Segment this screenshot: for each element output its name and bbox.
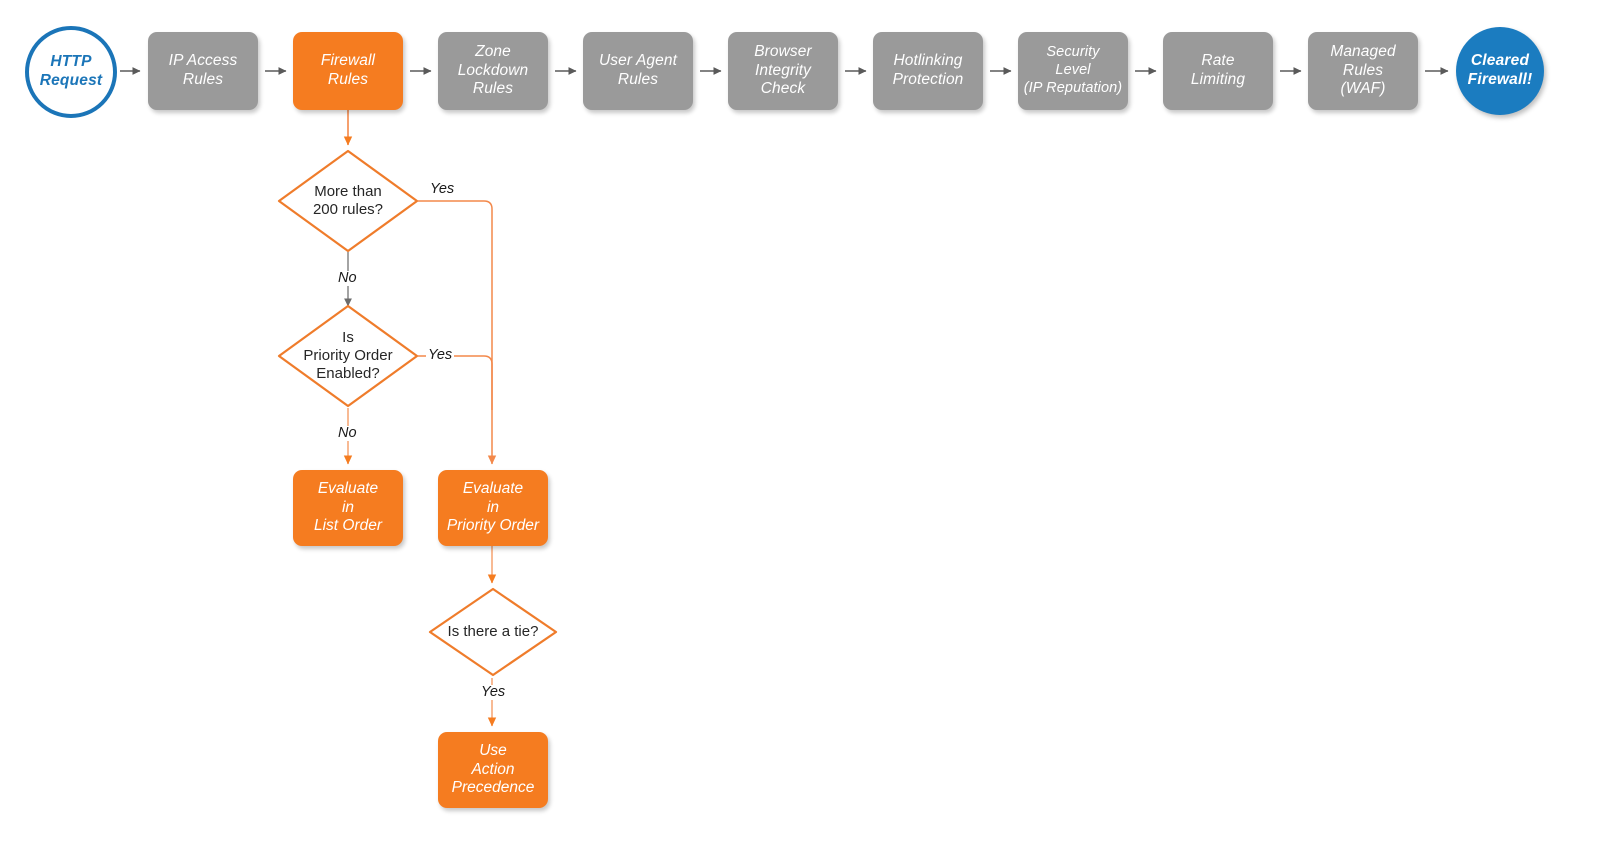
node-use-action-precedence-label: Use Action Precedence <box>451 741 535 797</box>
node-rate-limiting-label: Rate Limiting <box>1190 52 1246 88</box>
node-browser-integrity-check-label: Browser Integrity Check <box>754 42 812 98</box>
node-decision-is-there-a-tie-label: Is there a tie? <box>447 622 539 640</box>
node-evaluate-in-list-order[interactable]: Evaluate in List Order <box>293 470 403 546</box>
node-decision-more-than-200-rules[interactable]: More than 200 rules? <box>276 148 420 254</box>
node-rate-limiting[interactable]: Rate Limiting <box>1163 32 1273 110</box>
node-cleared-firewall-label: Cleared Firewall! <box>1467 52 1533 88</box>
node-managed-rules-waf[interactable]: Managed Rules (WAF) <box>1308 32 1418 110</box>
node-cleared-firewall[interactable]: Cleared Firewall! <box>1456 27 1544 115</box>
node-http-request-label: HTTP Request <box>39 53 103 89</box>
node-zone-lockdown-rules[interactable]: Zone Lockdown Rules <box>438 32 548 110</box>
edge-label-yes-priority-order-enabled: Yes <box>426 347 455 363</box>
node-firewall-rules[interactable]: Firewall Rules <box>293 32 403 110</box>
edge-label-yes-is-there-a-tie: Yes <box>479 684 508 700</box>
edge-label-yes-more-than-200-rules: Yes <box>428 181 457 197</box>
node-decision-more-than-200-rules-label: More than 200 rules? <box>312 182 384 218</box>
node-security-level-label: Security Level (IP Reputation) <box>1023 44 1123 96</box>
node-user-agent-rules-label: User Agent Rules <box>599 52 677 88</box>
node-managed-rules-waf-label: Managed Rules (WAF) <box>1330 42 1396 98</box>
diamond-shape-icon <box>277 304 419 408</box>
edge-yes-200 <box>418 200 497 465</box>
node-decision-priority-order-enabled-label: Is Priority Order Enabled? <box>303 328 393 383</box>
diamond-shape-icon <box>428 587 558 677</box>
diamond-shape-icon <box>277 149 419 253</box>
node-evaluate-in-priority-order[interactable]: Evaluate in Priority Order <box>438 470 548 546</box>
node-firewall-rules-label: Firewall Rules <box>320 52 376 88</box>
node-evaluate-in-priority-order-label: Evaluate in Priority Order <box>446 479 540 535</box>
node-zone-lockdown-rules-label: Zone Lockdown Rules <box>457 42 529 98</box>
edge-label-no-more-than-200-rules: No <box>336 270 359 286</box>
node-ip-access-rules-label: IP Access Rules <box>168 52 238 88</box>
node-http-request[interactable]: HTTP Request <box>25 26 117 118</box>
node-evaluate-in-list-order-label: Evaluate in List Order <box>313 479 383 535</box>
edge-yes-priority <box>418 355 493 410</box>
node-browser-integrity-check[interactable]: Browser Integrity Check <box>728 32 838 110</box>
node-security-level[interactable]: Security Level (IP Reputation) <box>1018 32 1128 110</box>
node-hotlinking-protection-label: Hotlinking Protection <box>892 52 964 88</box>
node-user-agent-rules[interactable]: User Agent Rules <box>583 32 693 110</box>
node-decision-priority-order-enabled[interactable]: Is Priority Order Enabled? <box>276 303 420 409</box>
node-ip-access-rules[interactable]: IP Access Rules <box>148 32 258 110</box>
edge-label-no-priority-order-enabled: No <box>336 425 359 441</box>
node-decision-is-there-a-tie[interactable]: Is there a tie? <box>427 586 559 678</box>
node-use-action-precedence[interactable]: Use Action Precedence <box>438 732 548 808</box>
node-hotlinking-protection[interactable]: Hotlinking Protection <box>873 32 983 110</box>
